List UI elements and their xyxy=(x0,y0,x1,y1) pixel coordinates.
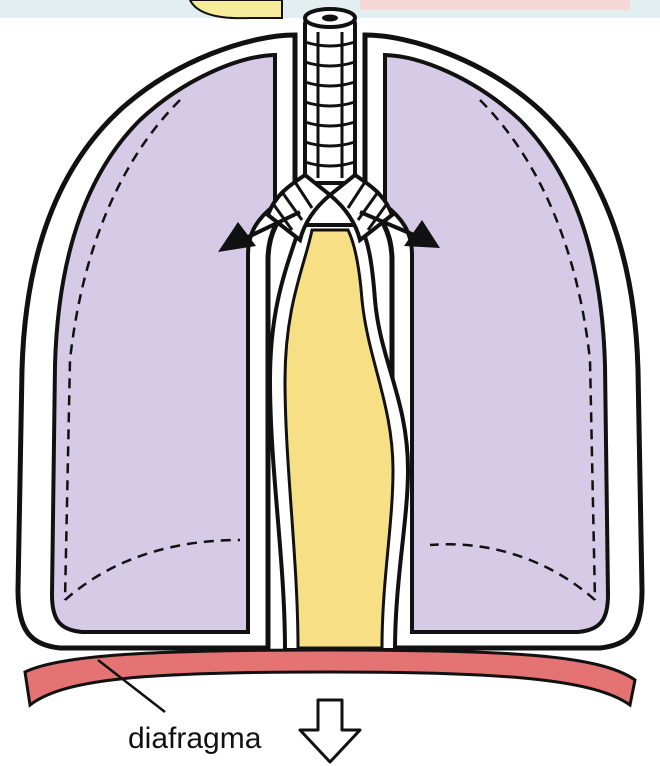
trachea-lumen xyxy=(322,15,338,22)
diaphragm-label: diafragma xyxy=(128,722,262,755)
top-pink-band xyxy=(360,0,630,10)
